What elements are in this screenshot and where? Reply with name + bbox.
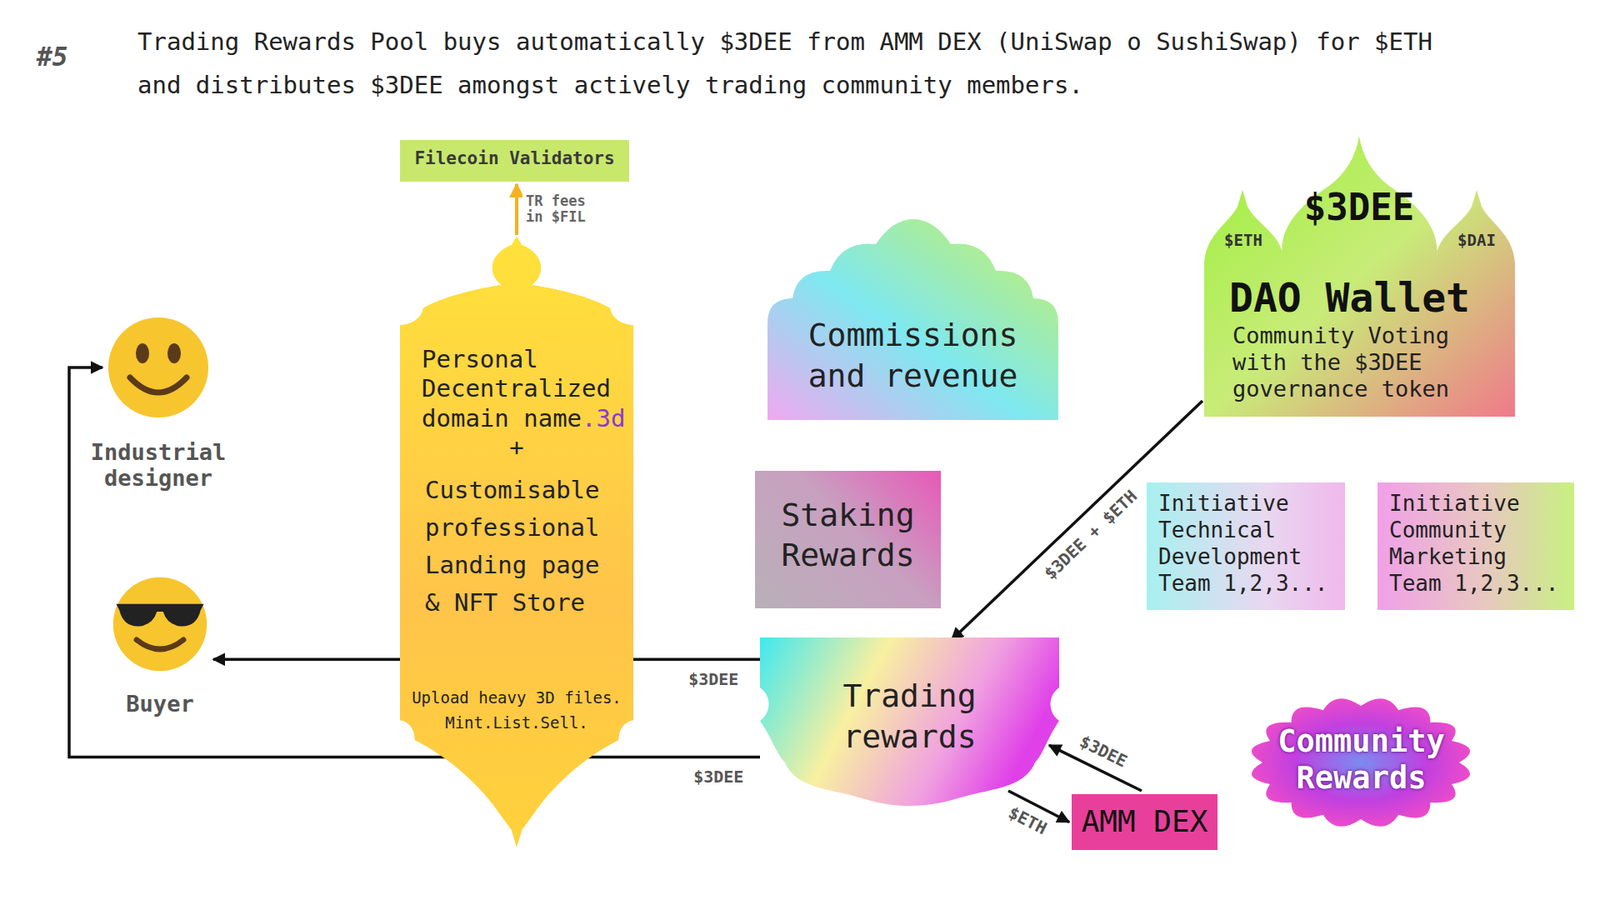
text-group: Staking Rewards (763, 495, 933, 575)
text-group: $DAI (1444, 230, 1510, 250)
shape-part (136, 640, 184, 650)
text-group: Commissions and revenue (784, 315, 1042, 396)
text-group: Buyer (97, 690, 223, 717)
shape-part (767, 219, 1059, 420)
node-text: Upload heavy 3D files. Mint.List.Sell. (411, 688, 622, 732)
shape-part (760, 637, 1060, 806)
node-text: DAO Wallet (1229, 274, 1470, 321)
node-text: Industrial designer (90, 439, 227, 491)
validator-box: Filecoin Validators (400, 140, 630, 182)
shape-part (110, 574, 210, 675)
node-text: Filecoin Validators (414, 148, 615, 169)
shape-part (400, 236, 634, 847)
dao-wallet: $ETH $3DEE $DAI DAO WalletCommunity Voting … (1204, 135, 1515, 417)
shape-part (400, 236, 634, 847)
team-box: Initiative Technical Development Team 1,… (1146, 482, 1345, 610)
text-group: $3DEE (1287, 185, 1431, 229)
node-text: $DAI (1457, 230, 1496, 250)
text-group: Filecoin Validators (400, 148, 630, 169)
node-text: Commissions and revenue (808, 316, 1019, 395)
text-group: Personal Decentralized domain name.3d (421, 345, 630, 434)
person-icon: Industrial designer (87, 314, 230, 494)
text-group: Initiative Community Marketing Team 1,2,… (1389, 490, 1571, 598)
emoji-face (110, 574, 210, 675)
callout-number: #5 (36, 41, 68, 72)
dex-box: AMM DEX (1071, 794, 1218, 850)
node-text: .3d (581, 404, 625, 433)
shape-part (116, 604, 205, 627)
person-icon: Buyer (97, 574, 223, 716)
shape-part (167, 343, 181, 364)
diagram-title: Trading Rewards Pool buys automatically … (137, 20, 1455, 107)
text-group: $ETH (1210, 230, 1276, 250)
emoji-face (105, 314, 212, 421)
node-text: $3DEE (1304, 185, 1415, 229)
node-text: Initiative Technical Development Team 1,… (1158, 490, 1329, 596)
reward-box: Staking Rewards (755, 470, 941, 609)
shape-part (135, 343, 150, 364)
edge-label: $3DEE (690, 767, 747, 787)
shape-part (1251, 698, 1470, 827)
text-group: + (400, 433, 634, 463)
edge-label: $3DEE (1074, 730, 1134, 774)
text-group: Industrial designer (87, 439, 230, 491)
shape-part (130, 377, 187, 393)
text-group: AMM DEX (1071, 804, 1218, 839)
text-group: Community Rewards (1259, 723, 1464, 798)
text-group: Trading rewards (776, 675, 1043, 757)
flow-arrow (515, 184, 519, 235)
edge-label: $ETH (1002, 801, 1053, 840)
text-group: Initiative Technical Development Team 1,… (1158, 490, 1342, 598)
node-text: Staking Rewards (780, 496, 915, 574)
node-text: Community Rewards (1277, 723, 1445, 796)
text-group: DAO Wallet (1229, 274, 1505, 321)
edge-label: $3DEE (685, 670, 742, 690)
text-group: Community Voting with the $3DEE governan… (1232, 322, 1483, 403)
node-text: + (509, 433, 524, 462)
node-text: Buyer (125, 690, 194, 717)
cloud-box: Commissions and revenue (767, 219, 1059, 420)
shape-part (113, 577, 208, 672)
node-text: $ETH (1224, 230, 1263, 250)
shape-part (400, 236, 634, 847)
shape-part (108, 317, 209, 418)
edge-label: TR fees in $FIL (522, 193, 598, 226)
trading-pool: Trading rewards (760, 637, 1060, 806)
shape-part (400, 236, 634, 847)
cloud-box: Community Rewards (1242, 688, 1480, 837)
team-box: Initiative Community Marketing Team 1,2,… (1377, 482, 1575, 610)
tower-panel: Personal Decentralized domain name.3d+ Cu… (400, 236, 634, 847)
text-group: Upload heavy 3D files. Mint.List.Sell. (408, 685, 625, 736)
node-text: Initiative Community Marketing Team 1,2,… (1389, 490, 1560, 596)
shape-part (105, 314, 212, 421)
node-text: Customisable professional Landing page &… (425, 475, 600, 617)
node-text: AMM DEX (1081, 804, 1209, 839)
shape-part (1204, 135, 1515, 417)
node-text: Trading rewards (842, 677, 976, 755)
node-outline (400, 236, 634, 847)
edge-label: $3DEE + $ETH (1038, 484, 1144, 586)
text-group: Customisable professional Landing page &… (425, 471, 625, 622)
node-text: Community Voting with the $3DEE governan… (1232, 322, 1450, 402)
